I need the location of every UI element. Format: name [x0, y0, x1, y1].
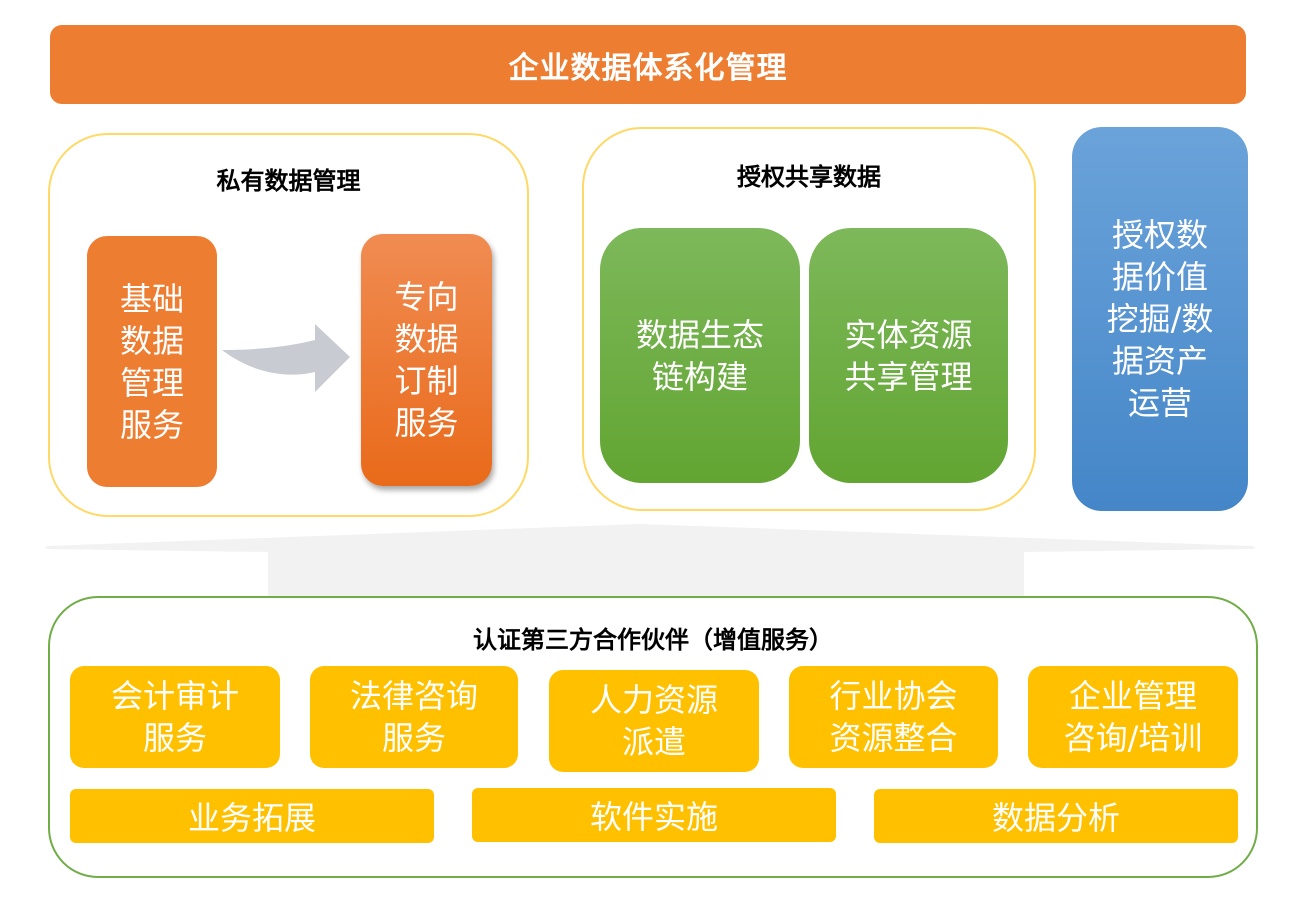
- partner-service-software-implementation: 软件实施: [472, 788, 836, 842]
- up-arrow-icon: [45, 524, 1255, 598]
- partner-service-accounting: 会计审计 服务: [70, 666, 280, 768]
- value-mining-box: 授权数 据价值 挖掘/数 据资产 运营: [1072, 127, 1248, 511]
- basic-data-service-box: 基础 数据 管理 服务: [87, 236, 217, 487]
- partner-service-legal: 法律咨询 服务: [310, 666, 518, 768]
- private-data-title: 私有数据管理: [216, 167, 361, 195]
- partner-service-consulting: 企业管理 咨询/培训: [1028, 666, 1238, 768]
- curved-arrow-icon: [222, 324, 350, 392]
- partner-service-hr: 人力资源 派遣: [549, 670, 759, 772]
- entity-resource-box: 实体资源 共享管理: [809, 228, 1008, 483]
- partner-service-business-expansion: 业务拓展: [70, 789, 434, 843]
- data-ecosystem-box: 数据生态 链构建: [600, 228, 800, 483]
- main-title-banner: 企业数据体系化管理: [50, 25, 1246, 104]
- partners-group: 认证第三方合作伙伴（增值服务）: [48, 596, 1258, 878]
- partners-title: 认证第三方合作伙伴（增值服务）: [473, 626, 833, 654]
- partner-service-industry: 行业协会 资源整合: [789, 666, 998, 768]
- custom-data-service-box: 专向 数据 订制 服务: [361, 234, 492, 486]
- partner-service-data-analysis: 数据分析: [874, 789, 1238, 843]
- shared-data-title: 授权共享数据: [737, 163, 881, 191]
